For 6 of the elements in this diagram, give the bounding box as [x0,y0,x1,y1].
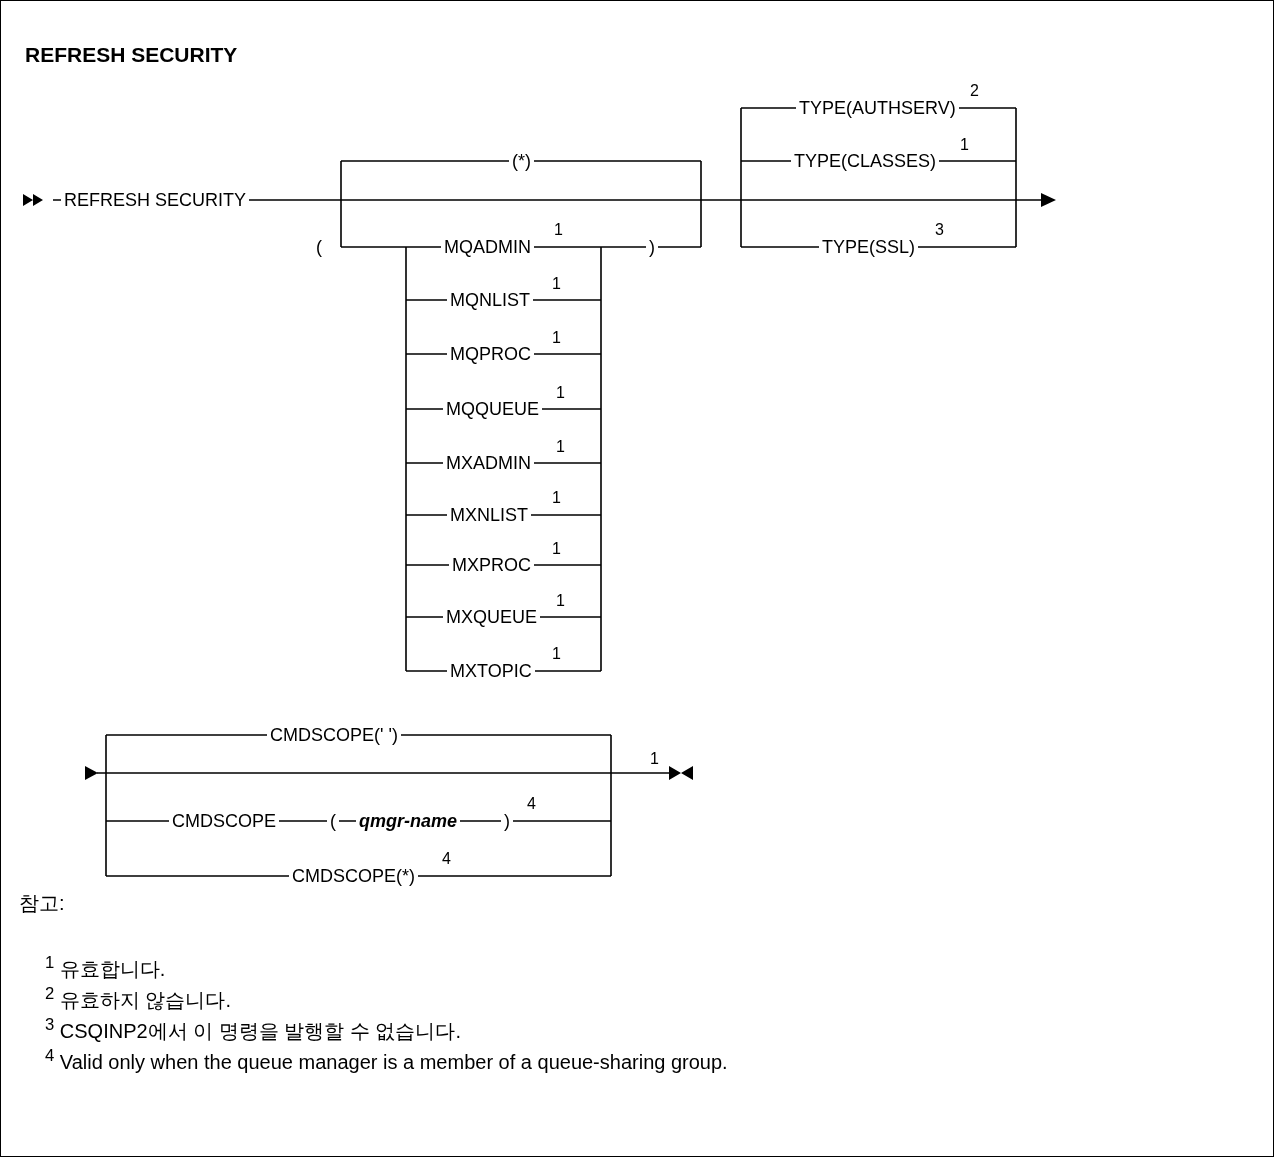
note-text: $^{2}$ 유효하지 않습니다. [45,983,232,1013]
note-text: $^{1}$ 유효합니다. [45,952,167,982]
diagram-title: REFRESH SECURITY [25,43,238,67]
notes-heading: 참고: [19,892,65,914]
note-text: $^{4}$ Valid only when the queue manager is a member of a queue-sharing group. [45,1045,729,1075]
note-text: $^{3}$ CSQINP2에서 이 명령을 발행할 수 없습니다. [45,1014,462,1044]
